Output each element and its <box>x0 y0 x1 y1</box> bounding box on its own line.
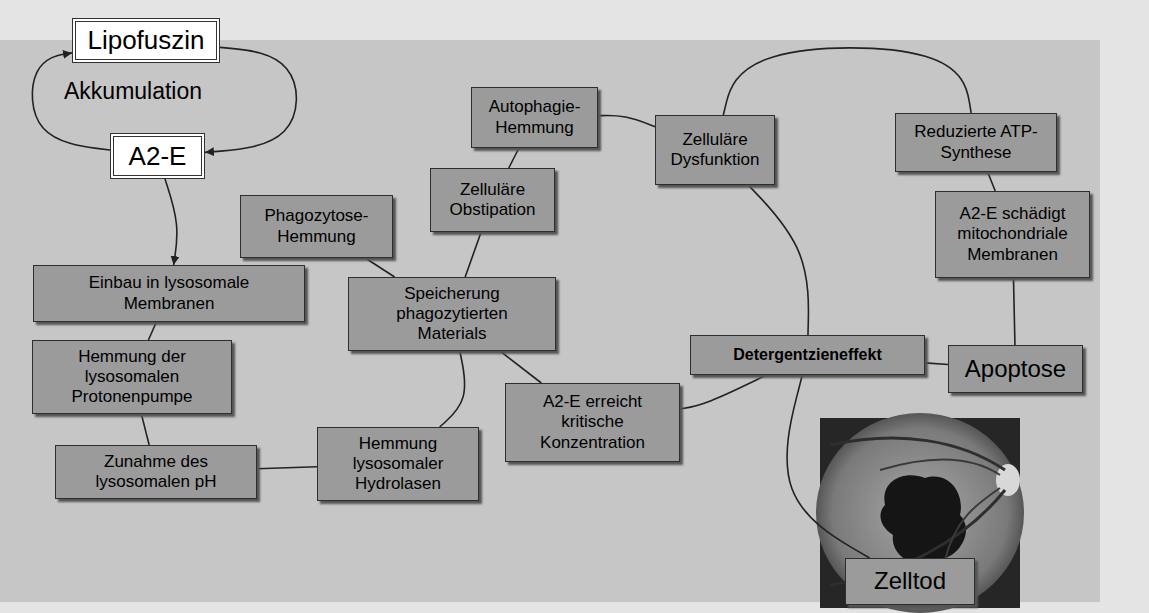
cycle-label: Akkumulation <box>64 78 202 105</box>
cycle-box: Lipofuszin <box>72 18 220 63</box>
node-text: Zelluläre Obstipation <box>443 180 542 220</box>
node-text: Zelltod <box>874 567 946 595</box>
node-text: Hemmung lysosomaler Hydrolasen <box>330 434 466 494</box>
node-text: Speicherung phagozytierten Materials <box>361 284 543 344</box>
outcome-box: Apoptose <box>948 345 1083 393</box>
connector-line <box>1013 278 1014 345</box>
connector-line <box>988 172 996 191</box>
node-text: Zunahme des lysosomalen pH <box>68 452 244 492</box>
connector-arrow <box>205 47 296 152</box>
process-box: Zunahme des lysosomalen pH <box>55 445 257 499</box>
connector-line <box>680 375 767 409</box>
node-text: Lipofuszin <box>87 25 204 56</box>
connector-line <box>141 414 149 445</box>
connector-line <box>925 363 948 365</box>
process-box: Zelluläre Obstipation <box>430 168 555 232</box>
connector-line <box>500 351 541 383</box>
connector-line <box>598 116 655 127</box>
process-box: Hemmung lysosomaler Hydrolasen <box>317 427 479 501</box>
process-box: A2-E erreicht kritische Konzentration <box>505 383 680 462</box>
connector-line <box>365 258 394 277</box>
node-text: Detergentzieneffekt <box>733 346 881 365</box>
node-text: A2-E erreicht kritische Konzentration <box>518 392 667 452</box>
panel-ground <box>0 40 1100 602</box>
node-text: A2-E schädigt mitochondriale Membranen <box>948 204 1077 264</box>
node-text: Hemmung der lysosomalen Protonenpumpe <box>45 347 219 407</box>
node-text: Einbau in lysosomale Membranen <box>46 273 292 313</box>
node-text: Zelluläre Dysfunktion <box>668 130 762 170</box>
process-box: Einbau in lysosomale Membranen <box>33 265 305 322</box>
connector-line <box>748 185 808 335</box>
process-box: Autophagie-Hemmung <box>471 87 598 148</box>
process-box: Phagozytose-Hemmung <box>240 195 393 258</box>
node-text: Apoptose <box>965 355 1066 383</box>
fundus-image <box>816 413 1024 613</box>
process-box: Reduzierte ATP-Synthese <box>895 113 1057 172</box>
cycle-box: A2-E <box>110 133 205 179</box>
process-box: Detergentzieneffekt <box>690 335 925 375</box>
connector-line <box>465 232 481 277</box>
connector-line <box>148 322 156 340</box>
node-text: Reduzierte ATP-Synthese <box>908 122 1044 162</box>
connector-arrow <box>165 179 177 265</box>
connector-line <box>257 467 317 469</box>
connector-line <box>440 351 465 427</box>
connector-line <box>509 148 519 168</box>
connector-line <box>787 375 870 558</box>
node-text: A2-E <box>129 141 187 172</box>
process-box: Zelluläre Dysfunktion <box>655 115 775 185</box>
outcome-box: Zelltod <box>845 558 975 605</box>
process-box: Speicherung phagozytierten Materials <box>348 277 556 351</box>
process-box: Hemmung der lysosomalen Protonenpumpe <box>32 340 232 414</box>
node-text: Autophagie-Hemmung <box>484 97 585 137</box>
process-box: A2-E schädigt mitochondriale Membranen <box>935 191 1090 278</box>
connector-line <box>723 48 971 115</box>
node-text: Phagozytose-Hemmung <box>253 206 380 246</box>
